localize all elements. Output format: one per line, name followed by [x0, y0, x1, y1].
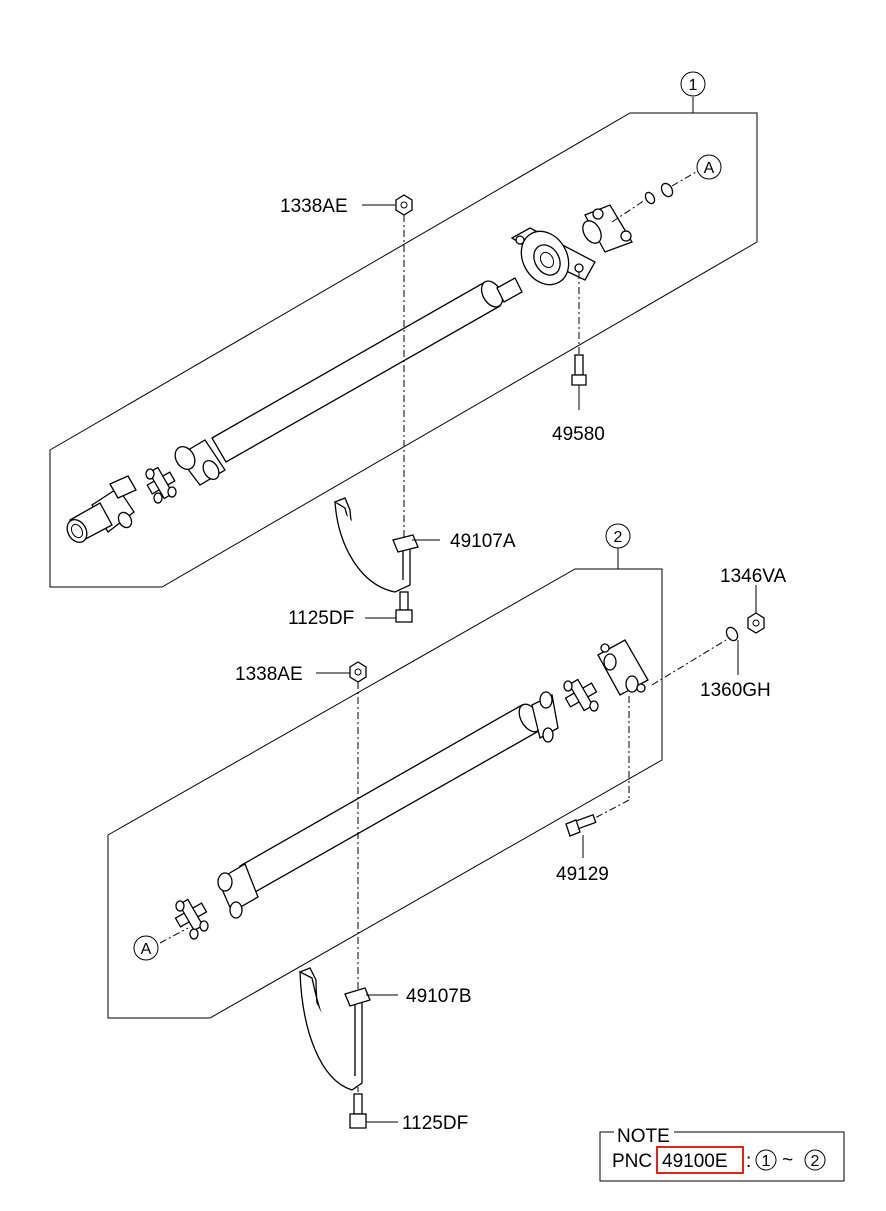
note-box: NOTE PNC 49100E : 1 ~ 2 [599, 1126, 845, 1182]
label-1338ae-top: 1338AE [280, 196, 348, 217]
note-pnc-label: PNC [612, 1151, 652, 1172]
universal-joint-rear [563, 678, 599, 712]
front-flange-yoke [66, 475, 137, 543]
note-range-end: 2 [811, 1153, 820, 1170]
label-49107a: 49107A [450, 531, 516, 552]
label-49129: 49129 [556, 864, 609, 885]
ref-a-top: A [696, 154, 722, 180]
label-1125df-bottom: 1125DF [402, 1113, 468, 1134]
universal-joint-front-1 [145, 466, 177, 504]
strap-49107a [333, 497, 419, 593]
label-1338ae-mid: 1338AE [235, 664, 303, 685]
center-yoke [582, 204, 633, 253]
group2-outline [107, 568, 663, 1019]
group2-callout: 2 [605, 523, 631, 549]
label-1360gh: 1360GH [700, 680, 771, 701]
note-tilde: ~ [782, 1150, 793, 1171]
group1-outline [49, 112, 758, 588]
bolt-1125df-top [395, 591, 413, 623]
rear-flange-yoke [597, 639, 649, 696]
group1-callout: 1 [680, 71, 706, 97]
label-49580: 49580 [552, 424, 605, 445]
label-49107b: 49107B [406, 986, 472, 1007]
nut-1346va [747, 612, 765, 634]
group1-number: 1 [689, 77, 698, 94]
washer-1360gh [725, 626, 739, 642]
front-shaft-tube [174, 277, 523, 486]
note-pnc-value: 49100E [662, 1151, 728, 1172]
note-range-start: 1 [762, 1153, 771, 1170]
strap-49107b [298, 967, 371, 1091]
ref-a-bottom: A [133, 935, 159, 961]
pnc-highlight-box [656, 1146, 744, 1174]
svg-text:A: A [141, 941, 152, 958]
nut-1338ae-top [395, 194, 413, 216]
bolt-49129 [565, 813, 597, 837]
washer-nut-set [644, 182, 674, 205]
bolt-49580 [571, 354, 587, 386]
center-bearing [510, 227, 596, 286]
label-1346va: 1346VA [720, 566, 787, 587]
label-1125df-top: 1125DF [288, 608, 354, 629]
note-separator: : [746, 1151, 751, 1172]
svg-text:A: A [704, 160, 715, 177]
nut-1338ae-mid [349, 661, 367, 683]
note-title: NOTE [617, 1126, 670, 1147]
universal-joint-front-2 [174, 898, 209, 940]
group2-number: 2 [614, 529, 623, 546]
bolt-1125df-bottom [349, 1093, 367, 1129]
rear-shaft-tube [217, 691, 559, 919]
